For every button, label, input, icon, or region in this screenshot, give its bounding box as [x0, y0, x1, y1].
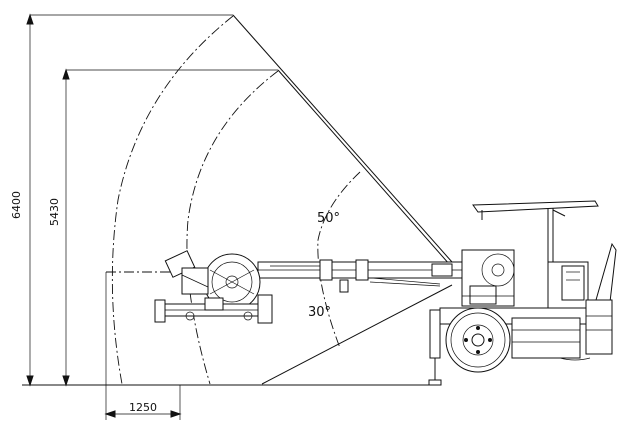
sector-lines: [232, 14, 453, 385]
angle-50-label: 50°: [317, 211, 340, 226]
dimension-lines: [22, 13, 440, 420]
front-jack: [428, 309, 442, 386]
front-wheel: [445, 307, 511, 373]
rear-wheel-fragment: [559, 357, 591, 361]
angle-30-label: 30°: [308, 305, 331, 320]
dim-1250-label: 1250: [129, 401, 157, 414]
boom-arm: [257, 259, 469, 293]
operator-canopy: [472, 200, 599, 262]
dim-6400-label: 6400: [10, 191, 23, 219]
boom-pivot: [461, 249, 515, 307]
drill-head: [154, 250, 273, 324]
dim-5430-label: 5430: [48, 198, 61, 226]
coverage-arcs: [106, 15, 361, 385]
